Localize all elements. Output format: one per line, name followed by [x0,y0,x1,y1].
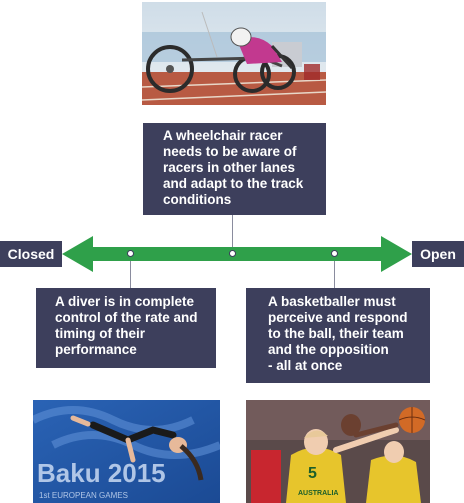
wheelchair-racer-text: A wheelchair racer needs to be aware of … [163,128,304,207]
basketball-text: A basketballer must perceive and respond… [268,294,408,357]
basketball-text-continued: - all at once [268,358,343,373]
basketball-photo: 5 AUSTRALIA [246,400,430,503]
wheelchair-racer-photo [142,2,326,105]
closed-label: Closed [0,241,62,267]
wheelchair-racer-description: A wheelchair racer needs to be aware of … [143,123,326,215]
diver-position-dot [127,250,134,257]
closed-open-spectrum-arrow [62,236,412,272]
open-label: Open [412,241,464,267]
diver-description: A diver is in complete control of the ra… [36,288,216,368]
european-games-text: 1st EUROPEAN GAMES [39,491,128,500]
wheelchair-position-dot [229,250,236,257]
basketball-description: A basketballer must perceive and respond… [246,288,430,383]
jersey-number: 5 [308,465,317,482]
diver-text: A diver is in complete control of the ra… [55,294,198,357]
baku-banner-text: Baku 2015 [37,458,166,488]
diver-connector [130,255,131,288]
diver-photo: Baku 2015 1st EUROPEAN GAMES [33,400,220,503]
basketball-position-dot [331,250,338,257]
basketball-connector [334,255,335,288]
wheelchair-connector [232,215,233,253]
jersey-text: AUSTRALIA [298,490,338,497]
